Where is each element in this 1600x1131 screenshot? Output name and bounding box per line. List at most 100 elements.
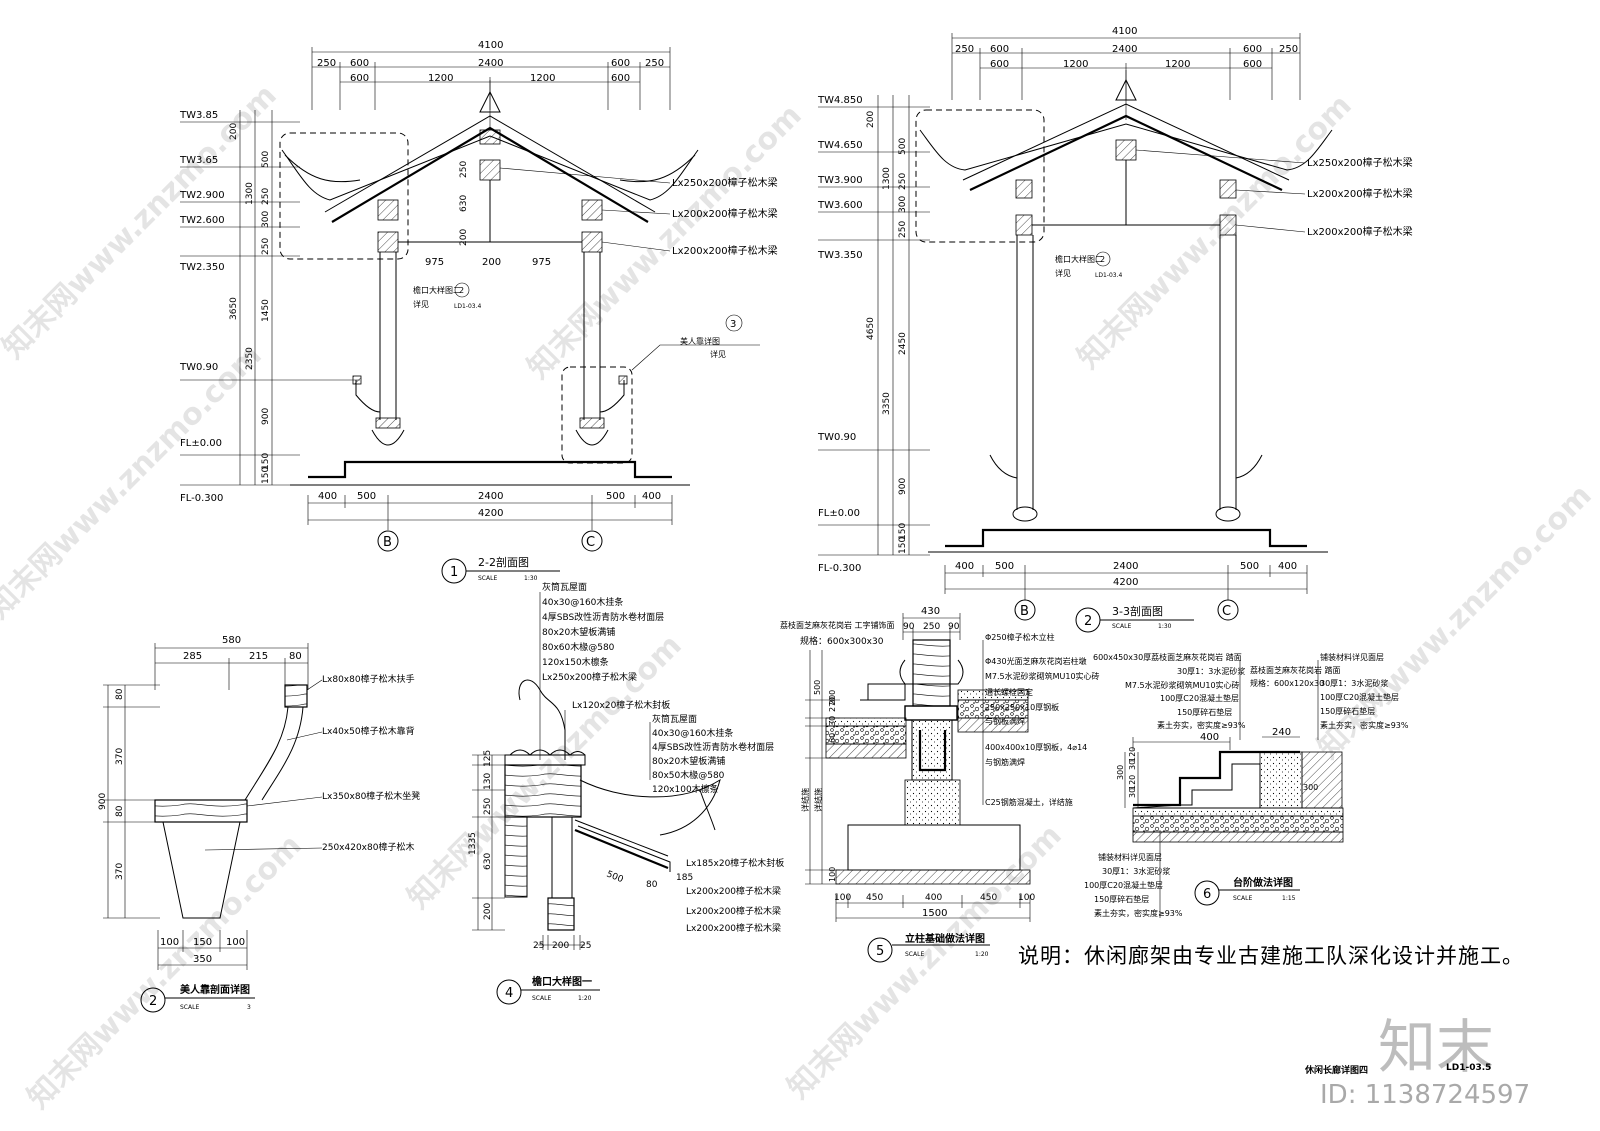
dim-bottom: 500 [606,491,625,502]
callout-ref: LD1-03.4 [1095,272,1122,279]
label: 30厚1：3水泥砂浆 [1320,678,1388,688]
dim-bottom-total: 4200 [1113,577,1138,588]
elevation-mark: FL-0.300 [818,563,861,574]
callout-box-eave [279,132,409,260]
column-stub [504,816,528,898]
axis-label: B [1020,604,1029,619]
callout-number: 2 [1100,255,1105,264]
dim-left-total: 900 [98,793,108,810]
member-label: Lx350x80樟子松木坐凳 [322,790,420,802]
elevation-mark: FL±0.00 [180,438,222,449]
handrail [284,684,308,708]
dim-top: 600 [1243,59,1262,70]
dim-left: 200 [828,690,837,705]
dim-bottom: 2400 [478,491,503,502]
watermark-text: 知末网www.znzmo.com [21,828,309,1116]
dim: 300 [1303,783,1318,792]
dim-bottom: 100 [226,937,245,948]
scale-value: 3 [247,1004,251,1011]
label: M7.5水泥砂浆砌筑MU10实心砖 [1125,680,1240,690]
dim-top: 90 [903,622,915,632]
label: 30厚1：3水泥砂浆 [1102,866,1170,876]
label: 150厚碎石垫层 [1094,894,1149,904]
dim-top-total: 430 [921,606,940,617]
label: 铺装材料详见面层 [1320,652,1384,662]
layer-label: 4厚SBS改性沥青防水卷材面层 [542,611,664,623]
beam-right [1219,179,1237,199]
section-3-3: 4100 250 600 2400 600 250 600 1200 1200 … [817,26,1413,633]
dim-bottom: 200 [552,941,569,951]
detail-eave: 灰筒瓦屋面 40x30@160木挂条 4厚SBS改性沥青防水卷材面层 80x20… [468,581,784,1005]
dim-top-total: 580 [222,635,241,646]
callout-eave: 檐口大样图二 [413,285,461,295]
label: 150厚碎石垫层 [1320,706,1375,716]
dim-bottom: 400 [925,893,942,903]
dim-left: 150 [898,537,908,554]
callout-ref: LD1-03.4 [454,303,481,310]
drawing-title: 休闲长廊详图四 [1305,1066,1369,1076]
dim-top: 1200 [428,73,453,84]
section-number: 2 [1084,614,1092,629]
detail-number: 2 [149,994,157,1009]
label: 100厚C20混凝土垫层 [1160,693,1239,703]
label-right: Φ430光面芝麻灰花岗岩柱墩 [985,656,1087,666]
dim-bottom-total: 4200 [478,508,503,519]
dim-bottom: 25 [580,941,591,951]
dim: 30 [1128,760,1137,770]
callout-box-eave [915,109,1045,243]
dim-inner: 975 [425,257,444,268]
dim-top: 600 [1243,44,1262,55]
layer-label: 80x60木椽@580 [542,641,615,653]
scale-label: SCALE [180,1004,199,1011]
label: 铺装材料详见面层 [1098,852,1162,862]
dim-left-note: 详结施 [813,788,823,812]
dim-bottom: 100 [834,893,851,903]
label-right: 与钢板满焊 [985,716,1025,726]
watermark-text: 知末网www.znzmo.com [0,78,284,366]
label: 600x450x30厚荔枝面芝麻灰花岗岩 踏面 [1093,652,1242,662]
platform [945,528,1307,548]
member-label: Lx200x200樟子松木梁 [1307,187,1413,200]
dim-top: 600 [990,44,1009,55]
dim-left: 300 [898,196,908,213]
section-number: 1 [450,565,458,580]
seat-right [1235,454,1263,479]
scale-value: 1:20 [578,995,592,1002]
beam-left [377,199,399,221]
label: 素土夯实，密实度≥93% [1094,908,1183,918]
dim-top: 215 [249,651,268,662]
layer-label: 120x150木檩条 [542,656,609,668]
layer-label: 80x20木望板满铺 [652,755,725,767]
dim-left: 300 [261,211,271,228]
scale-value: 1:20 [975,951,989,958]
scale-label: SCALE [1112,623,1131,630]
dim: 400 [1200,732,1219,743]
dim: 120 [1128,775,1137,790]
dim-bottom: 500 [357,491,376,502]
columns [371,252,609,446]
member-label: Lx200x200樟子松木梁 [686,922,781,934]
title-bubble [867,937,893,963]
dim-top: 250 [955,44,974,55]
elevation-mark: TW3.65 [179,155,218,166]
dim-bottom: 400 [642,491,661,502]
blinding [835,869,1031,885]
label-left: 荔枝面芝麻灰花岗岩 工字铺饰面 [780,620,895,630]
axis-bubble-c [1217,599,1239,621]
seat-left [989,454,1018,479]
dim-inner: 250 [459,161,469,178]
dim-left: 500 [261,151,271,168]
dim-bottom-total: 350 [193,954,212,965]
dim-top: 2400 [1112,44,1137,55]
title-bubble [496,979,522,1005]
scale-label: SCALE [905,951,924,958]
axis-bubble-b [377,530,399,552]
dim-left: 250 [483,798,493,815]
dim: 240 [1272,727,1291,738]
detail-title: 立柱基础做法详图 [905,932,985,945]
elevation-mark: TW0.90 [817,432,856,443]
dim-left-note: 详结施 [800,788,810,812]
eave-slope [574,828,669,870]
scale-label: SCALE [478,575,497,582]
dim-left: 900 [261,408,271,425]
